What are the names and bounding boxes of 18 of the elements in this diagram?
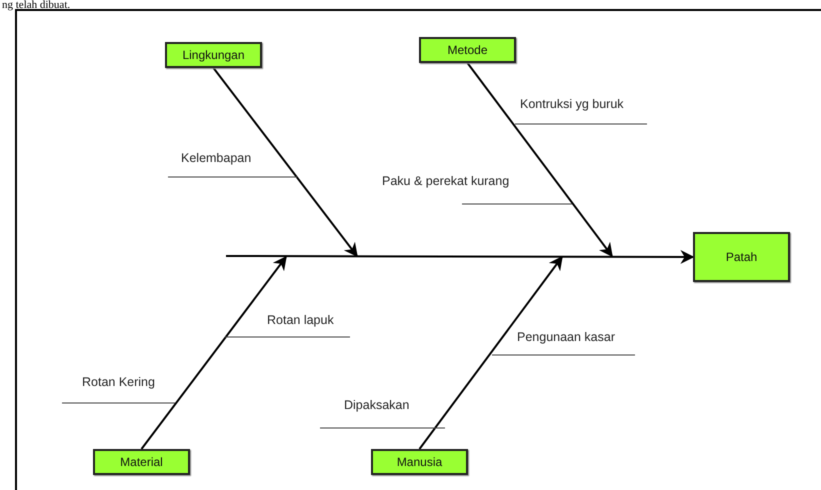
arrow	[140, 256, 287, 450]
arrow	[212, 67, 358, 258]
arrow	[466, 62, 613, 258]
cause-label: Rotan lapuk	[267, 313, 334, 327]
cause-label: Kontruksi yg buruk	[520, 97, 624, 111]
category-box: Lingkungan	[165, 42, 262, 68]
clipped-text: ng telah dibuat.	[2, 0, 70, 11]
cause-label: Kelembapan	[181, 151, 252, 165]
category-box: Manusia	[371, 449, 468, 475]
arrow	[418, 256, 563, 450]
cause-label: Pengunaan kasar	[517, 330, 615, 344]
cause-label: Dipaksakan	[344, 398, 410, 412]
arrow	[226, 250, 694, 264]
cause-label: Paku & perekat kurang	[382, 174, 510, 188]
category-box: Material	[93, 449, 190, 475]
category-box: Metode	[419, 37, 516, 63]
cause-label: Rotan Kering	[82, 375, 155, 389]
effect-box: Patah	[693, 232, 790, 282]
